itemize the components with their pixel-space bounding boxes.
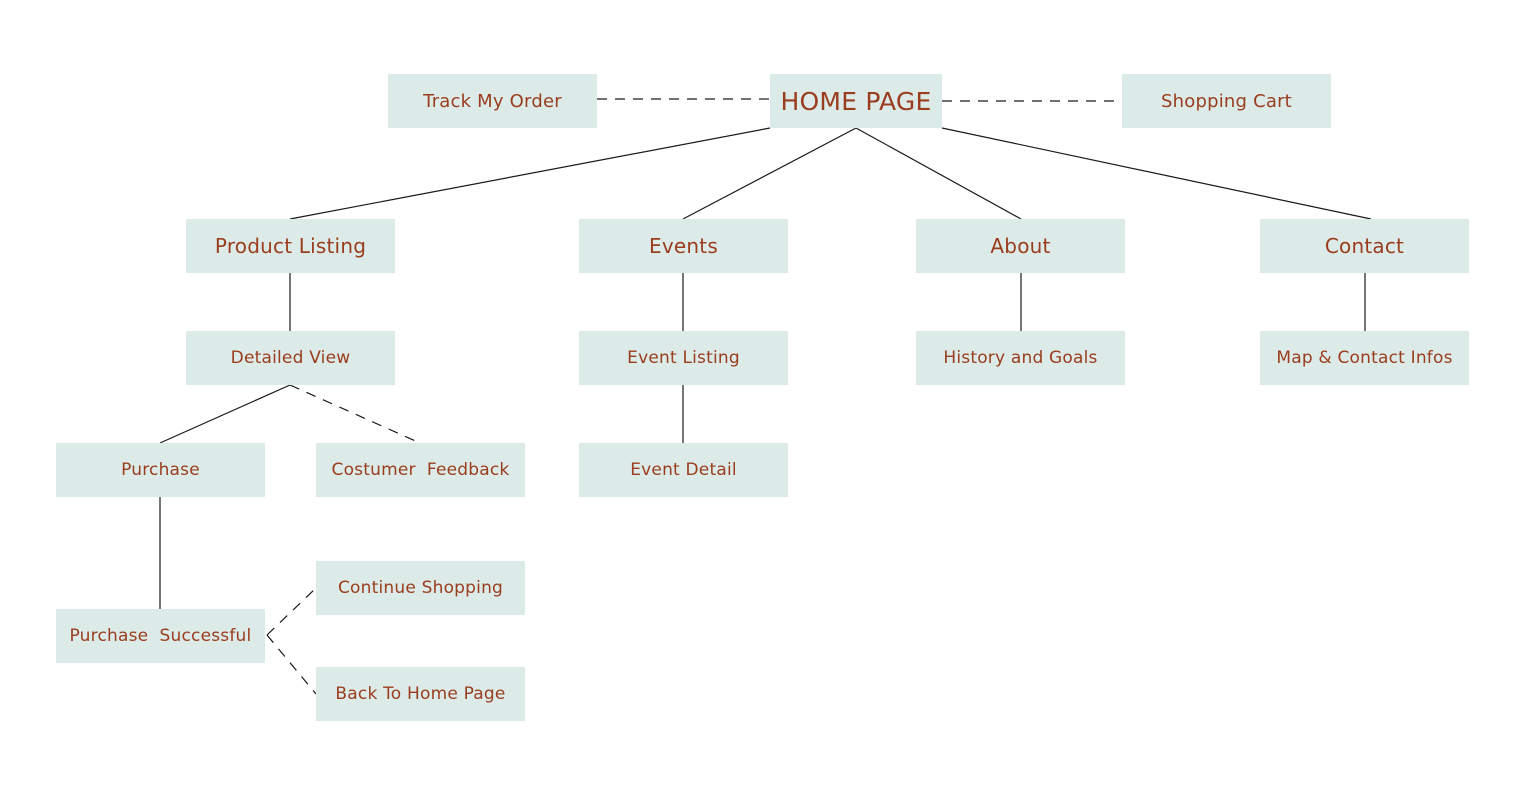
connector-home-events <box>682 127 857 220</box>
connector-success-continue <box>266 587 317 636</box>
detailed-view-node[interactable]: Detailed View <box>186 331 395 385</box>
purchase-successful-node[interactable]: Purchase Successful <box>56 609 265 663</box>
purchase-node[interactable]: Purchase <box>56 443 265 497</box>
map-contact-node[interactable]: Map & Contact Infos <box>1260 331 1469 385</box>
connector-success-back <box>266 634 317 695</box>
connector-home-contact <box>941 127 1372 220</box>
product-listing-node[interactable]: Product Listing <box>186 219 395 273</box>
history-goals-node[interactable]: History and Goals <box>916 331 1125 385</box>
connector-home-product <box>289 127 771 220</box>
back-to-home-node[interactable]: Back To Home Page <box>316 667 525 721</box>
events-node[interactable]: Events <box>579 219 788 273</box>
event-listing-node[interactable]: Event Listing <box>579 331 788 385</box>
continue-shopping-node[interactable]: Continue Shopping <box>316 561 525 615</box>
connector-detailed-feedback <box>289 384 421 444</box>
connector-detailed-purchase <box>159 384 291 444</box>
event-detail-node[interactable]: Event Detail <box>579 443 788 497</box>
shopping-cart-node[interactable]: Shopping Cart <box>1122 74 1331 128</box>
contact-node[interactable]: Contact <box>1260 219 1469 273</box>
track-my-order-node[interactable]: Track My Order <box>388 74 597 128</box>
about-node[interactable]: About <box>916 219 1125 273</box>
connector-home-about <box>855 127 1022 220</box>
home-page-node[interactable]: HOME PAGE <box>770 74 942 128</box>
customer-feedback-node[interactable]: Costumer Feedback <box>316 443 525 497</box>
